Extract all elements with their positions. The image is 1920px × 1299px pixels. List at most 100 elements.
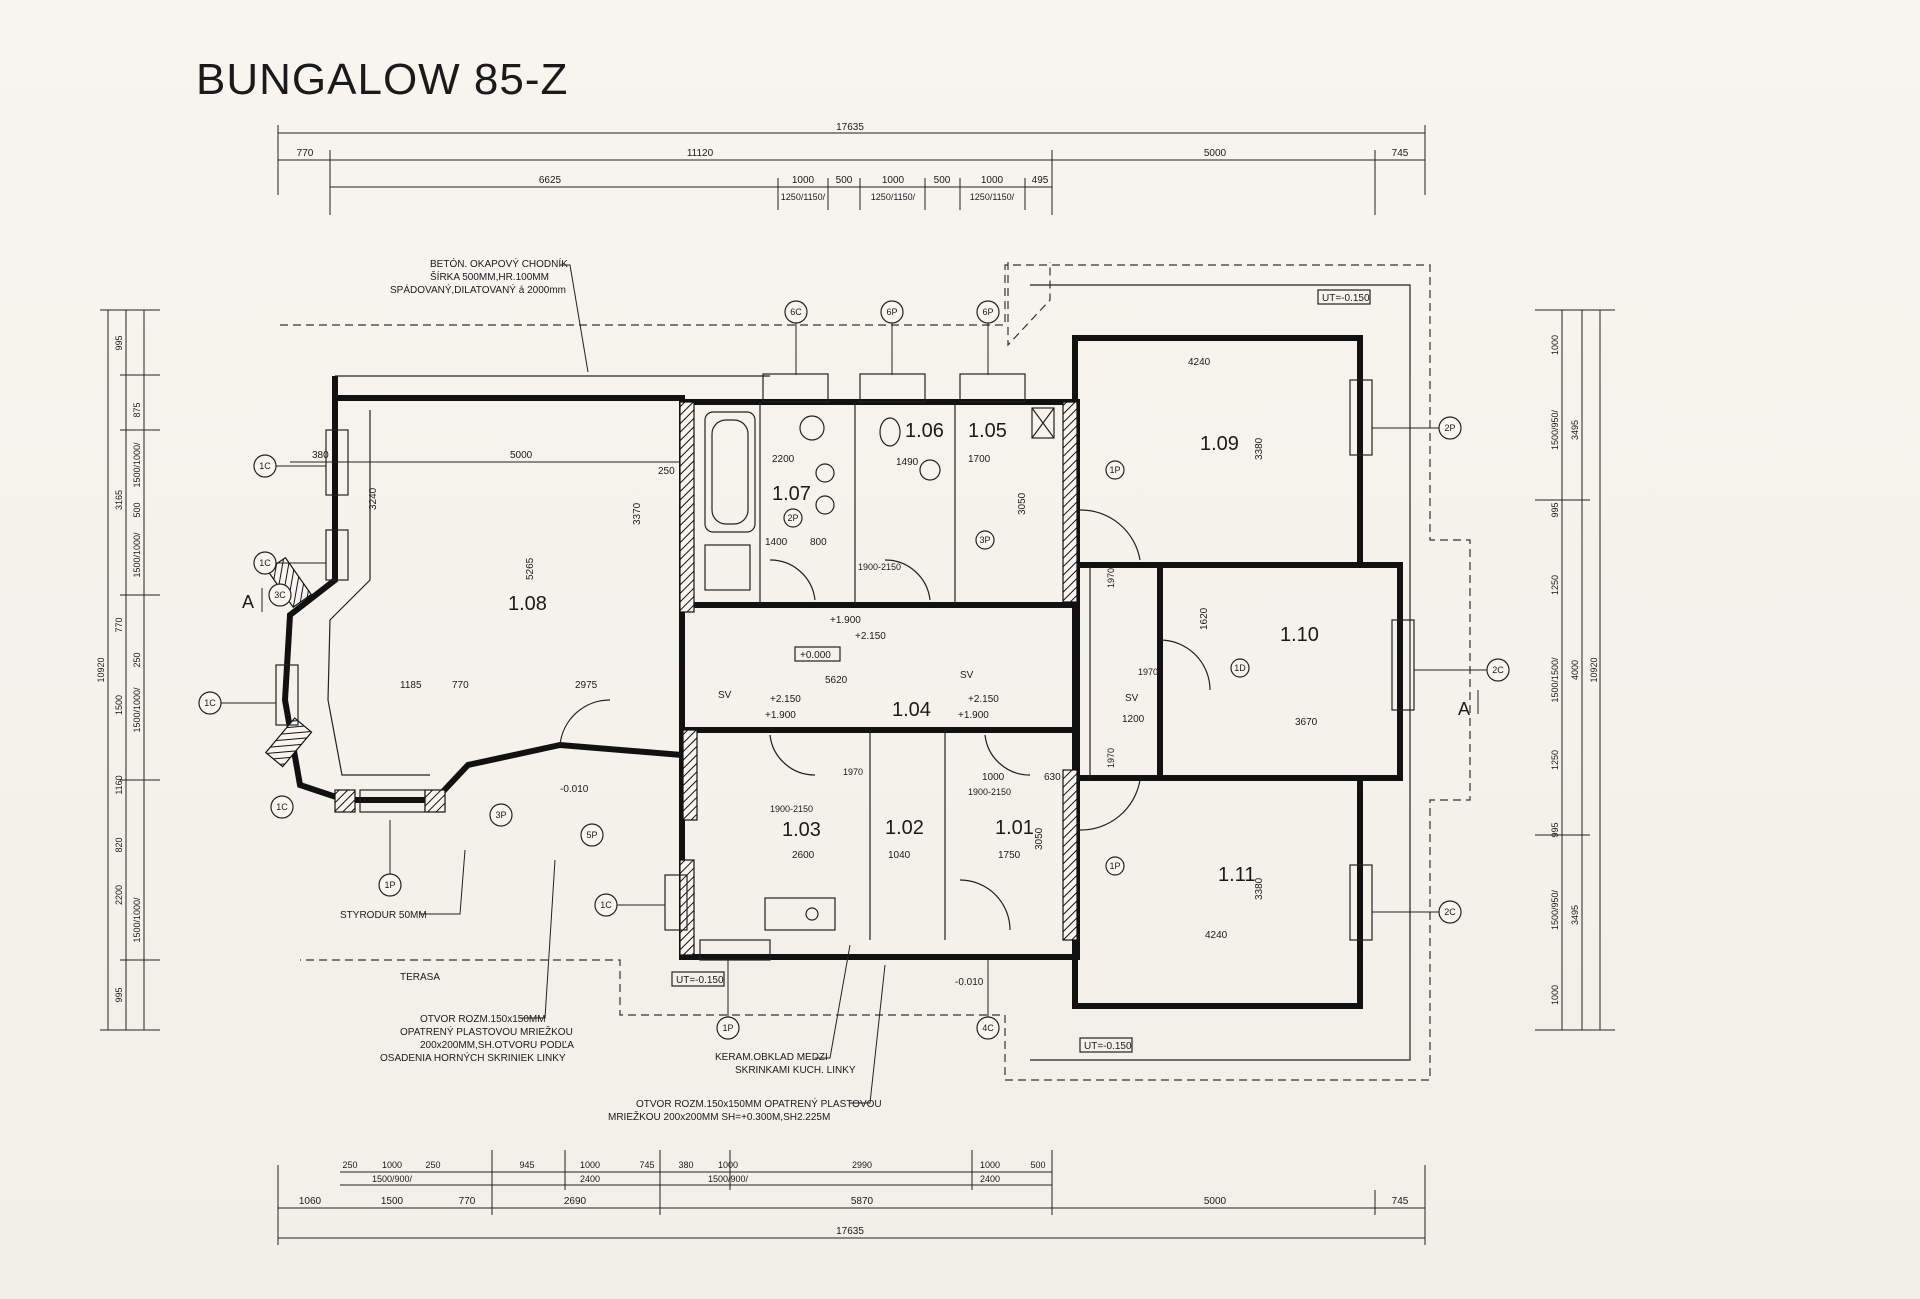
room-1-07: 1.07	[772, 483, 811, 505]
level-zero: +0.000	[800, 650, 831, 661]
dim-bottom-a7: 380	[678, 1160, 693, 1170]
sv-label-2: SV	[960, 670, 974, 681]
svg-text:1P: 1P	[1109, 465, 1120, 475]
dim-630: 630	[1044, 772, 1061, 783]
level-1900-b: +1.900	[765, 710, 796, 721]
dim-left-total: 10920	[96, 657, 106, 682]
level-ut-bottom: UT=-0.150	[1084, 1041, 1132, 1052]
section-mark-a-right: A	[1458, 699, 1470, 719]
svg-text:2C: 2C	[1444, 907, 1456, 917]
dim-bottom-c7: 745	[1392, 1196, 1409, 1207]
bottom-dimension-chain: 250 1000 250 945 1000 745 380 1000 2990 …	[277, 1150, 1426, 1245]
svg-text:1C: 1C	[276, 802, 288, 812]
marker-1c-b: 1C	[253, 551, 277, 575]
drawing-title: BUNGALOW 85-Z	[196, 55, 568, 104]
svg-text:1P: 1P	[722, 1023, 733, 1033]
svg-text:1P: 1P	[384, 880, 395, 890]
dim-3380-top: 3380	[1254, 437, 1265, 460]
svg-text:2P: 2P	[787, 513, 798, 523]
annotations: BETÓN. OKAPOVÝ CHODNÍK ŠÍRKA 500MM,HR.10…	[340, 257, 886, 1123]
svg-text:6P: 6P	[886, 307, 897, 317]
dim-top-f4: 500	[934, 175, 951, 186]
dim-bottom-b1: 1500/900/	[372, 1174, 413, 1184]
dim-3050-bottom: 3050	[1034, 827, 1045, 850]
dim-right-0: 1000	[1550, 335, 1560, 355]
marker-3p: 3P	[489, 803, 513, 827]
dim-4240-top: 4240	[1188, 357, 1211, 368]
dim-2975: 2975	[575, 680, 598, 691]
marker-2p-small: 2P	[783, 508, 803, 528]
dim-left-10: 1160	[114, 775, 124, 794]
svg-text:1C: 1C	[204, 698, 216, 708]
dim-bottom-a10: 1000	[980, 1160, 1000, 1170]
marker-3c: 3C	[268, 583, 292, 607]
note-styrodur: STYRODUR 50MM	[340, 910, 427, 921]
dim-left-7: 250	[132, 652, 142, 667]
dim-top-f3: 1000	[882, 175, 905, 186]
marker-1p-a: 1P	[378, 873, 402, 897]
right-dimension-chain: 1000 1500/950/ 3495 995 1250 4000 1500/1…	[1535, 309, 1615, 1031]
dim-bottom-c2: 1500	[381, 1196, 404, 1207]
dim-5265: 5265	[525, 557, 536, 580]
marker-4c: 4C	[976, 1016, 1000, 1040]
dim-bottom-c5: 5870	[851, 1196, 874, 1207]
dim-left-6: 770	[114, 617, 124, 632]
sv-label-3: SV	[1125, 693, 1139, 704]
level-2150-c: +2.150	[968, 694, 999, 705]
dim-right-11: 1000	[1550, 985, 1560, 1005]
dim-3240: 3240	[368, 487, 379, 510]
dim-right-6: 1500/1500/	[1550, 657, 1560, 703]
dim-top-window2: 1250/1150/	[871, 192, 916, 202]
room-1-06: 1.06	[905, 420, 944, 442]
dim-1490: 1490	[896, 457, 919, 468]
svg-text:3C: 3C	[274, 590, 286, 600]
marker-1c-d: 1C	[270, 795, 294, 819]
svg-text:1C: 1C	[259, 558, 271, 568]
dim-800: 800	[810, 537, 827, 548]
svg-text:1C: 1C	[600, 900, 612, 910]
marker-3p-small: 3P	[975, 530, 995, 550]
svg-text:1D: 1D	[1234, 663, 1246, 673]
room-1-02: 1.02	[885, 817, 924, 839]
dim-right-8: 995	[1550, 822, 1560, 837]
marker-1c-a: 1C	[253, 454, 277, 478]
dim-right-3: 995	[1550, 502, 1560, 517]
level-marks: UT=-0.150 UT=-0.150 UT=-0.150 +0.000 +1.…	[560, 289, 1371, 1053]
dim-bottom-c6: 5000	[1204, 1196, 1227, 1207]
svg-text:6P: 6P	[982, 307, 993, 317]
note-tiles-line2: SKRINKAMI KUCH. LINKY	[735, 1065, 856, 1076]
dim-3370: 3370	[632, 502, 643, 525]
dim-total-bottom: 17635	[836, 1226, 864, 1237]
dim-bottom-b4: 2400	[980, 1174, 1000, 1184]
room-1-03: 1.03	[782, 819, 821, 841]
opening-2: 1900-2150	[770, 804, 813, 814]
svg-text:2P: 2P	[1444, 423, 1455, 433]
dim-bottom-a3: 250	[425, 1160, 440, 1170]
dim-top-e: 6625	[539, 175, 562, 186]
marker-1p-small: 1P	[1105, 460, 1125, 480]
note-vent-line2: MRIEŽKOU 200x200MM SH=+0.300M,SH2.225M	[608, 1110, 830, 1123]
dim-bottom-b2: 2400	[580, 1174, 600, 1184]
room-1-10: 1.10	[1280, 624, 1319, 646]
dim-bottom-a8: 1000	[718, 1160, 738, 1170]
room-1-11: 1.11	[1218, 864, 1255, 886]
dim-top-window1: 1250/1150/	[781, 192, 826, 202]
sv-label-1: SV	[718, 690, 732, 701]
note-opening-line2: OPATRENÝ PLASTOVOU MRIEŽKOU	[400, 1025, 573, 1038]
svg-text:6C: 6C	[790, 307, 802, 317]
dim-1000: 1000	[982, 772, 1005, 783]
marker-1c-e: 1C	[594, 893, 618, 917]
dim-bottom-a6: 745	[639, 1160, 654, 1170]
opening-1: 1900-2150	[858, 562, 901, 572]
level-1900-a: +1.900	[830, 615, 861, 626]
dim-770: 770	[452, 680, 469, 691]
note-opening-line1: OTVOR ROZM.150x150MM	[420, 1014, 546, 1025]
level-minus-010-a: -0.010	[560, 784, 589, 795]
dim-bottom-c4: 2690	[564, 1196, 587, 1207]
detail-markers: 6C 6P 6P 2P 2C 2C 1C 1C 1C 1C 1C 3C 3P 5…	[198, 300, 1510, 1040]
opening-5: 1970	[1106, 748, 1116, 768]
wall-hatching	[264, 401, 1078, 956]
dim-right-7: 1250	[1550, 750, 1560, 770]
room-1-09: 1.09	[1200, 433, 1239, 455]
